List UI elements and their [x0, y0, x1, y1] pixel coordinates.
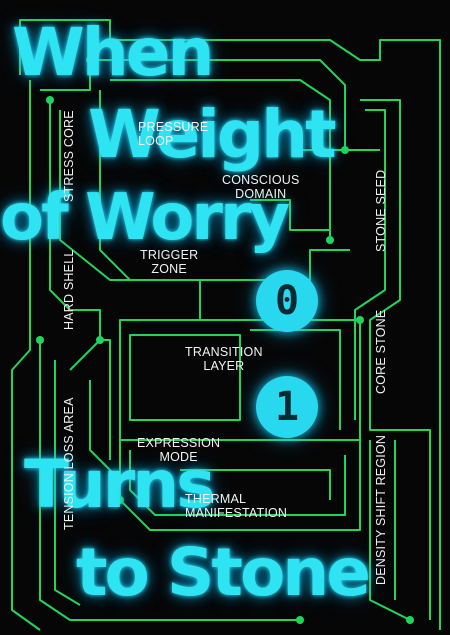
label-stress-core: STRESS CORE [62, 110, 76, 202]
label-tension-loss-area: TENSION LOSS AREA [62, 397, 76, 530]
headline-line-1: When [12, 14, 215, 91]
headline-line-4: Turns [24, 446, 216, 523]
headline-line-3: of Worry [0, 181, 290, 255]
headline-line-5: to Stone [76, 534, 371, 611]
headline-line-2: Weight [88, 96, 337, 173]
badge-one: 1 [256, 376, 318, 438]
label-density-shift-region: DENSITY SHIFT REGION [374, 434, 388, 585]
label-stone-seed: STONE SEED [374, 169, 388, 252]
label-core-stone: CORE STONE [374, 309, 388, 394]
badge-zero: 0 [256, 270, 318, 332]
label-hard-shell: HARD SHELL [62, 249, 76, 331]
